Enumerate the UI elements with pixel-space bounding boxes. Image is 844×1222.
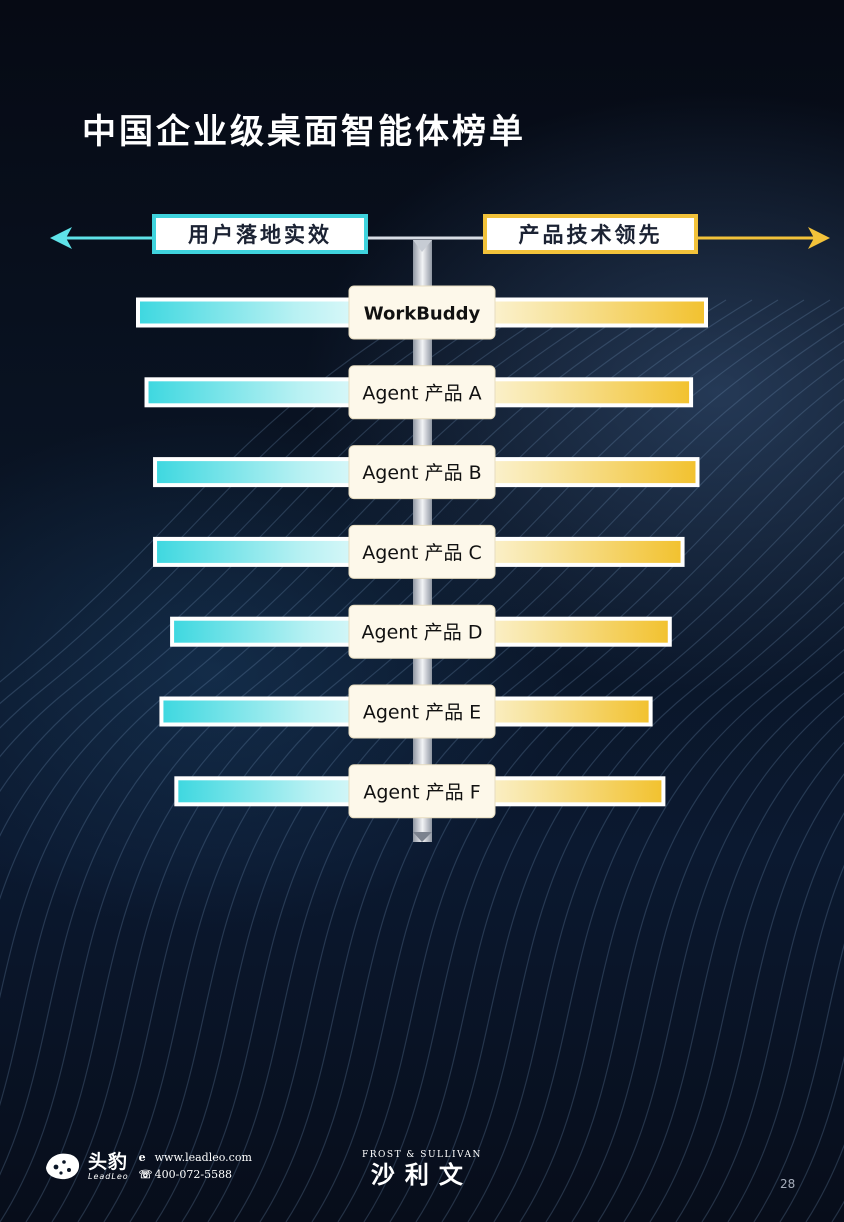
background-wave-line <box>0 299 467 705</box>
background-wave-line <box>571 671 844 1222</box>
background-wave-line <box>519 625 844 1222</box>
category-label-box <box>348 684 496 739</box>
partner-chinese-name: 沙利文 <box>370 1161 473 1189</box>
background-wave-line <box>649 741 844 1222</box>
background-wave-line <box>0 299 519 758</box>
background-wave-line <box>0 299 545 793</box>
phone-icon: ☏ <box>138 1168 153 1181</box>
background-wave-line <box>0 299 675 1176</box>
category-label-box <box>348 524 496 579</box>
background-wave-line <box>0 299 649 1107</box>
background-wave-line <box>467 576 844 1222</box>
background-wave-line <box>0 299 571 838</box>
background-wave-line <box>285 398 844 1222</box>
web-icon: e <box>138 1151 146 1164</box>
page-title: 中国企业级桌面智能体榜单 <box>82 112 526 152</box>
page-number: 28 <box>780 1177 796 1191</box>
background-wave-line <box>415 523 844 1222</box>
background-wave-line <box>0 299 701 1222</box>
category-label-box <box>348 764 496 819</box>
logo-english-name: LeadLeo <box>88 1171 129 1181</box>
right-axis-label: 产品技术领先 <box>483 214 698 254</box>
background-wave-line <box>701 812 844 1222</box>
background-wave-line <box>51 299 753 1222</box>
background-wave-line <box>675 773 844 1222</box>
center-pole-cap <box>413 240 432 252</box>
background-wave-line <box>0 299 441 683</box>
background-wave-line <box>441 550 844 1222</box>
background-wave-line <box>389 496 844 1222</box>
category-label: WorkBuddy <box>364 304 481 325</box>
category-label: Agent 产品 B <box>362 462 481 484</box>
category-label-box <box>348 604 496 659</box>
category-label: Agent 产品 F <box>363 781 480 803</box>
center-pole-base <box>413 832 432 842</box>
background-wave-line <box>0 299 493 729</box>
website-link[interactable]: www.leadleo.com <box>154 1151 252 1164</box>
category-label-box <box>348 445 496 500</box>
background-wave-line <box>311 420 844 1222</box>
background-wave-line <box>597 692 844 1222</box>
background-wave-line <box>0 299 623 999</box>
phone-number: 400-072-5588 <box>154 1168 233 1181</box>
category-label-box <box>348 365 496 420</box>
background-wave-line <box>25 299 727 1222</box>
background-wave-line <box>363 470 844 1222</box>
background-wave-line <box>623 715 844 1222</box>
logo-chinese-name: 头豹 <box>88 1150 129 1173</box>
background-wave-line <box>337 444 844 1222</box>
background-wave-line <box>77 299 779 1222</box>
category-label-box <box>348 285 496 340</box>
category-label: Agent 产品 A <box>362 382 481 404</box>
category-label: Agent 产品 E <box>363 702 481 724</box>
background-wave-line <box>545 648 844 1222</box>
leopard-logo-icon <box>46 1153 80 1180</box>
left-axis-label: 用户落地实效 <box>152 214 368 254</box>
background-wave-line <box>727 864 844 1222</box>
left-axis-arrowhead <box>50 227 72 249</box>
background-wave-line <box>259 378 844 1222</box>
category-label: Agent 产品 D <box>362 622 483 644</box>
leadleo-logo: 头豹 LeadLeo e www.leadleo.com ☏ 400-072-5… <box>42 1148 252 1184</box>
category-label: Agent 产品 C <box>362 542 482 564</box>
right-axis-arrowhead <box>808 227 830 249</box>
frost-sullivan-logo: FROST & SULLIVAN 沙利文 <box>362 1150 482 1190</box>
partner-english-name: FROST & SULLIVAN <box>362 1150 482 1160</box>
background-wave-line <box>493 601 844 1222</box>
background-wave-line <box>753 943 844 1222</box>
